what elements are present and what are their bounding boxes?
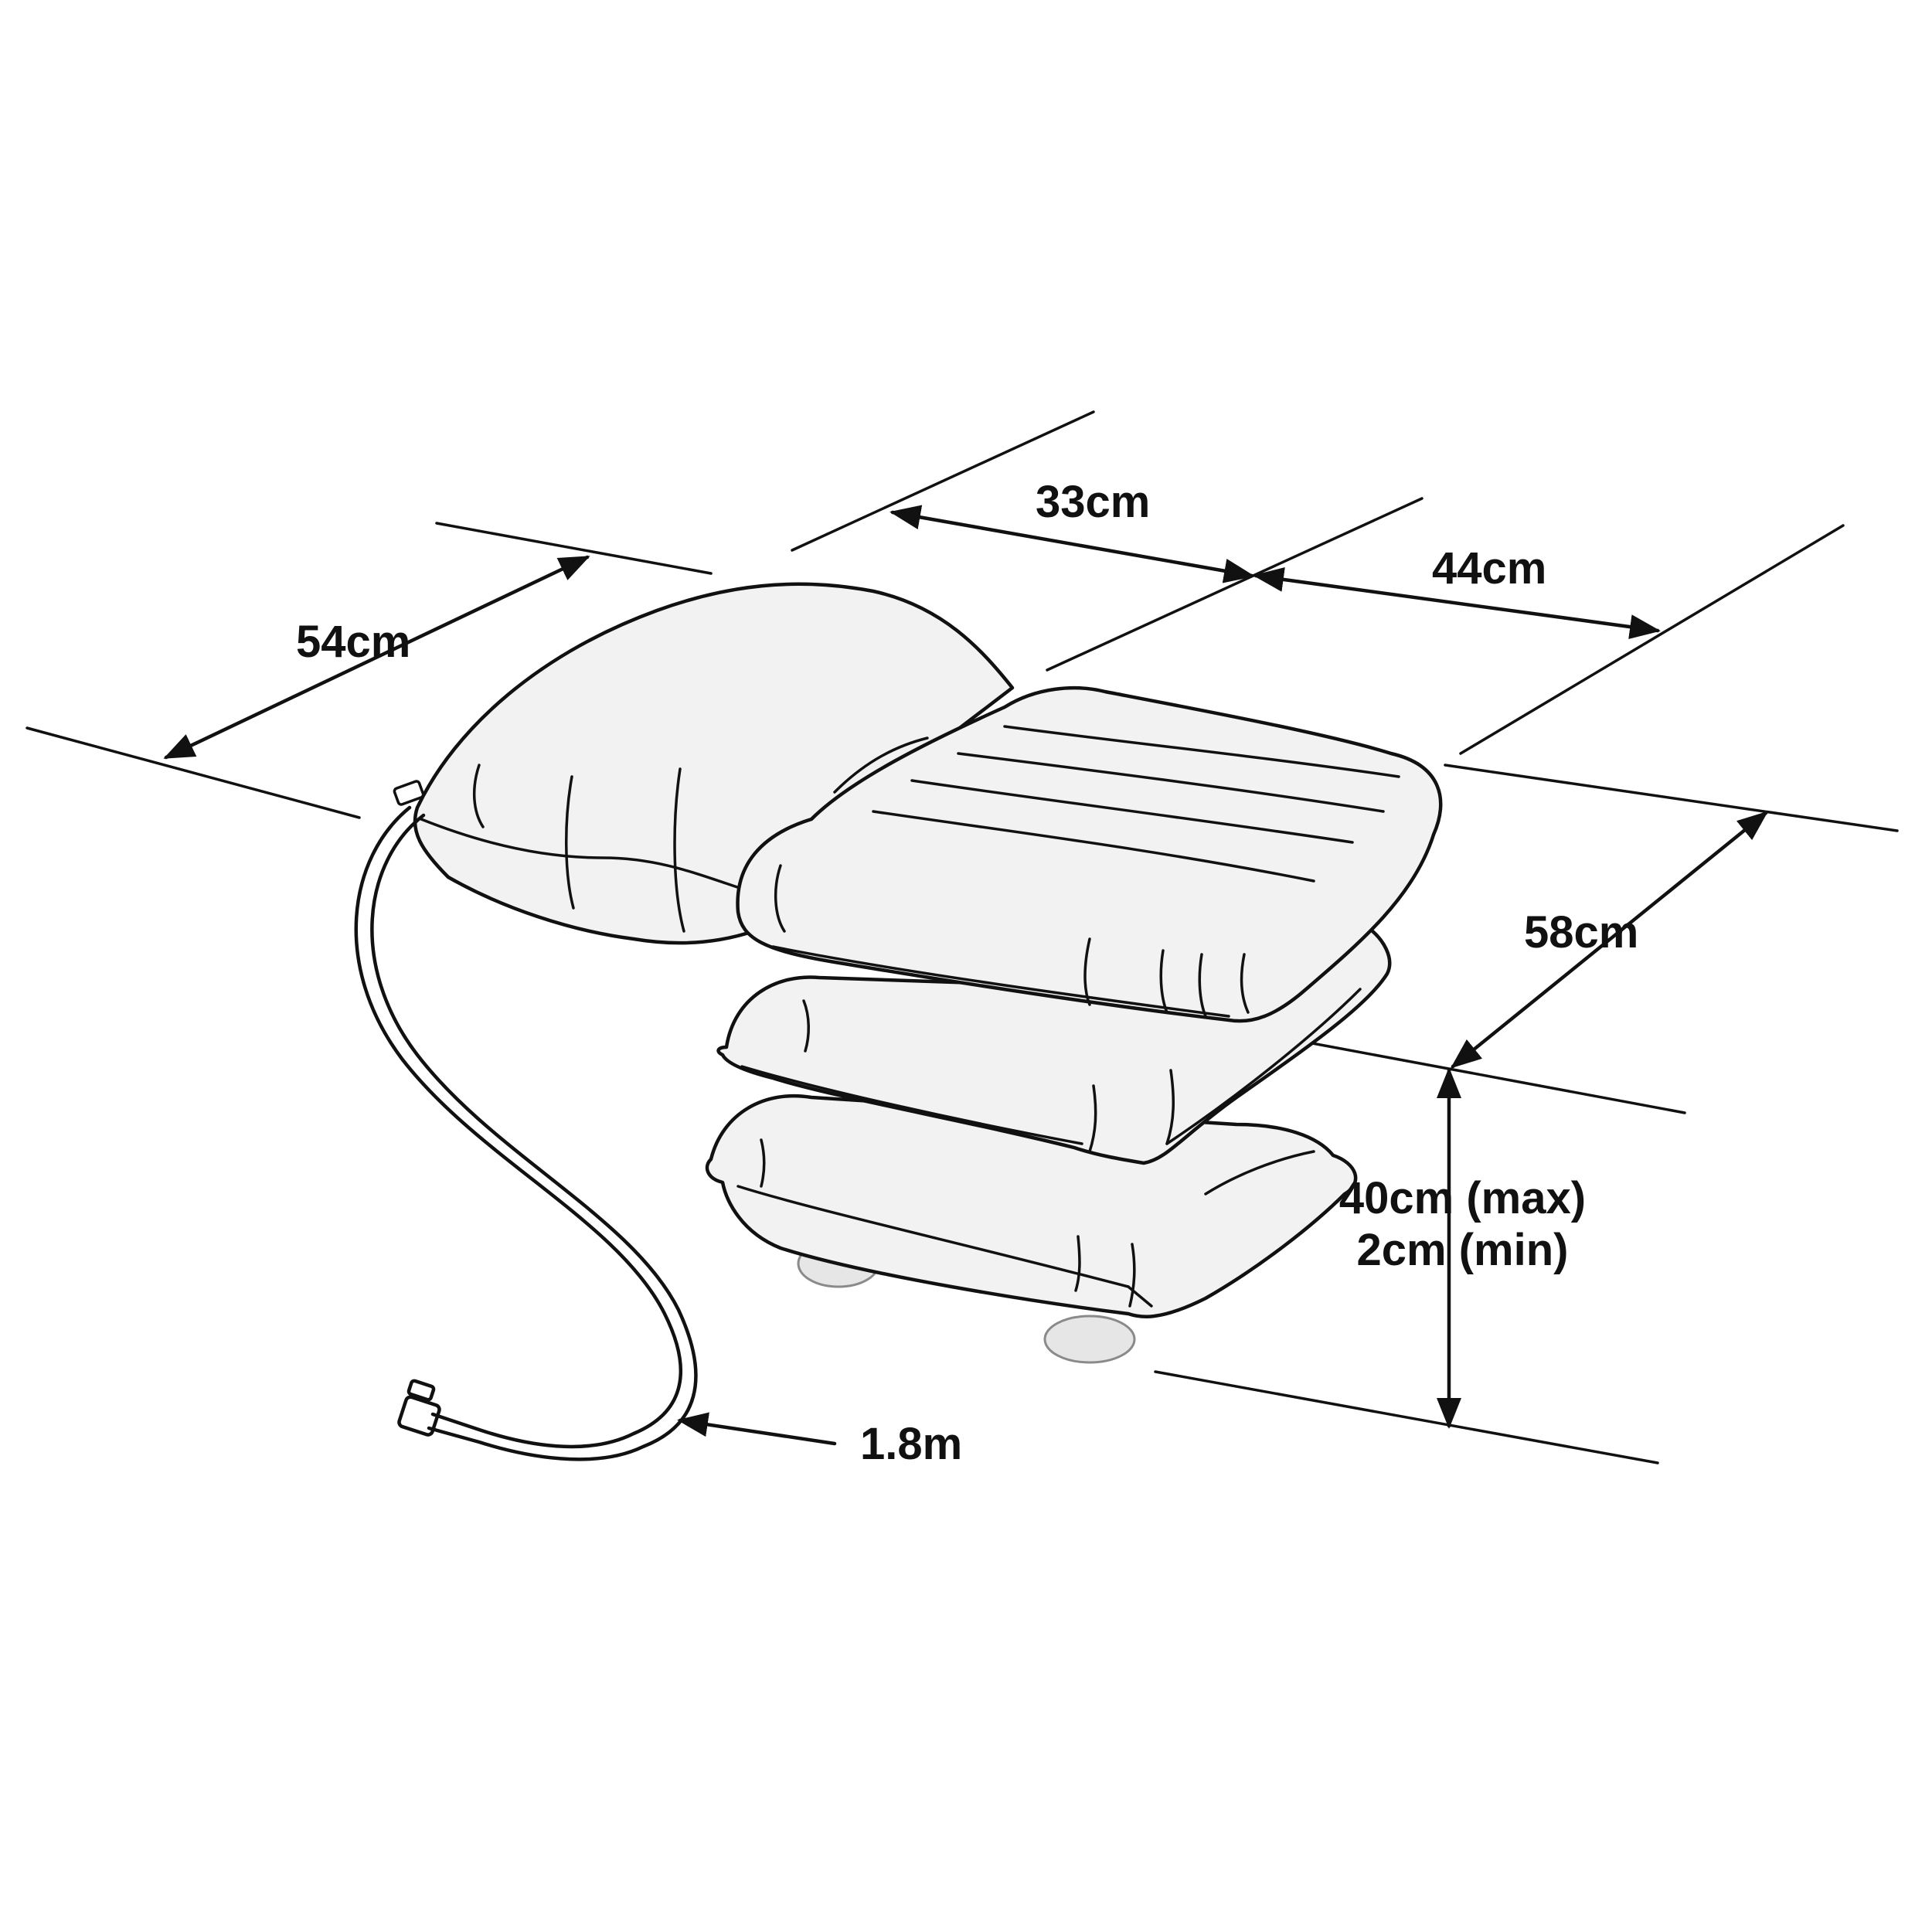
height-min-label: 2cm (min) — [1356, 1224, 1569, 1275]
bottom-cushion — [705, 1094, 1358, 1319]
seat-depth-label: 44cm — [1432, 543, 1547, 594]
seat-depth-arrow — [1253, 567, 1661, 639]
seat-cushion — [736, 685, 1443, 1023]
back-depth-label: 33cm — [1036, 477, 1151, 527]
hose-length-arrow — [677, 1412, 837, 1446]
hose — [354, 805, 698, 1461]
back-width-label: 54cm — [296, 617, 411, 667]
hose-length-label: 1.8m — [860, 1419, 963, 1469]
back-width-arrow — [163, 555, 590, 760]
hose-connector — [397, 1379, 441, 1437]
height-max-label: 40cm (max) — [1338, 1173, 1587, 1223]
dimension-arrows — [163, 505, 1769, 1446]
back-depth-arrow — [889, 505, 1255, 583]
seat-width-label: 58cm — [1524, 907, 1639, 957]
height-label: 40cm (max) 2cm (min) — [1314, 1173, 1611, 1276]
seat-width-arrow — [1450, 811, 1769, 1069]
